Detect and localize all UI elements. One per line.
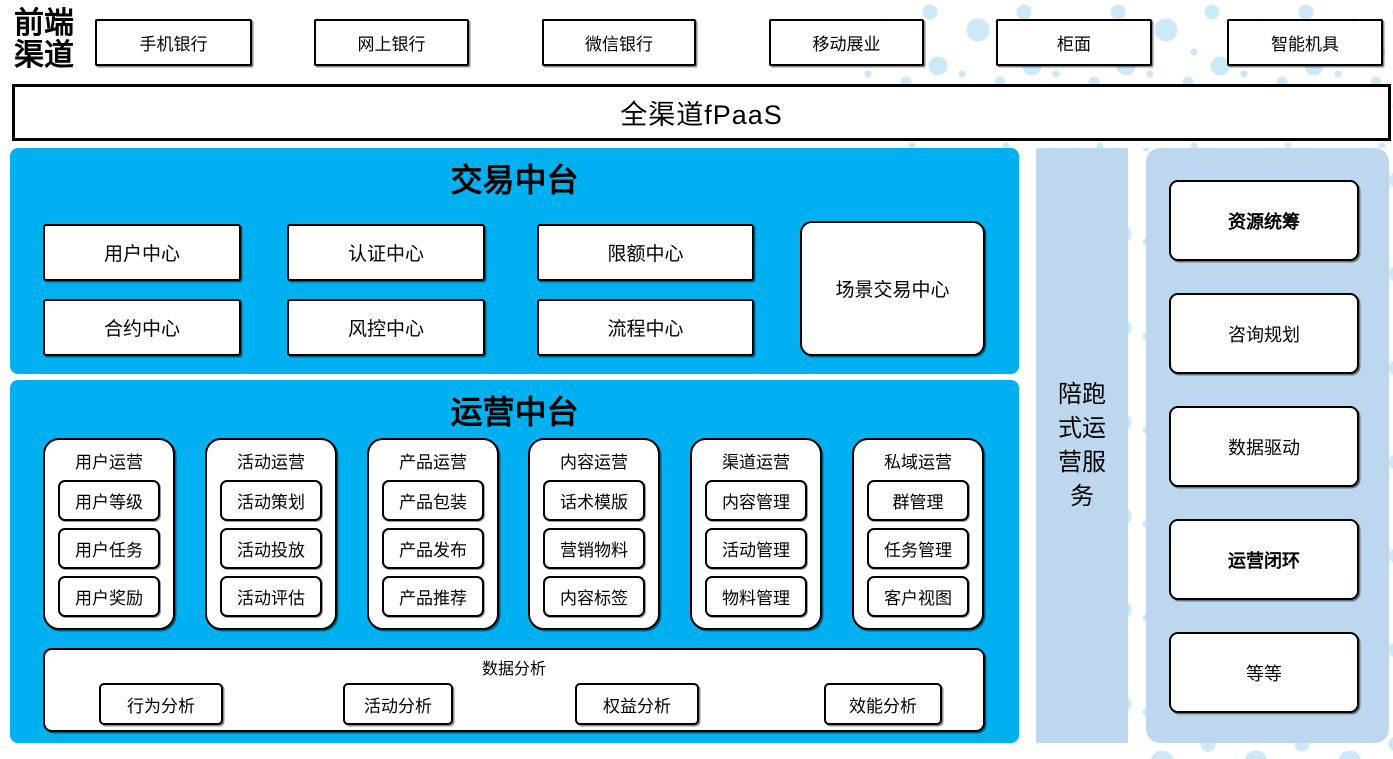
- op-item: 内容标签: [543, 576, 645, 617]
- analysis-box-behavior: 行为分析: [99, 683, 223, 725]
- center-box-risk: 风控中心: [287, 299, 485, 356]
- op-column-header: 私域运营: [884, 453, 952, 472]
- op-item: 产品包装: [382, 480, 484, 521]
- data-analysis-title: 数据分析: [481, 661, 546, 678]
- data-analysis-container: 数据分析 行为分析 活动分析 权益分析 效能分析: [43, 648, 985, 732]
- op-column-header: 用户运营: [75, 453, 143, 472]
- op-item: 用户任务: [58, 528, 160, 569]
- service-box-data-driven: 数据驱动: [1169, 406, 1359, 487]
- operations-platform-title: 运营中台: [450, 394, 579, 430]
- operations-platform-panel: 运营中台 用户运营 用户等级 用户任务 用户奖励 活动运营 活动策划 活动投放 …: [10, 380, 1019, 743]
- op-item: 活动投放: [220, 528, 322, 569]
- op-item: 活动管理: [705, 528, 807, 569]
- op-item: 用户等级: [58, 480, 160, 521]
- channel-box-wechat-banking: 微信银行: [542, 19, 696, 66]
- service-box-consulting: 咨询规划: [1169, 293, 1359, 374]
- op-column-header: 活动运营: [237, 453, 305, 472]
- op-column-content: 内容运营 话术模版 营销物料 内容标签: [528, 438, 660, 630]
- op-column-private-domain: 私域运营 群管理 任务管理 客户视图: [852, 438, 984, 630]
- op-column-activity: 活动运营 活动策划 活动投放 活动评估: [205, 438, 337, 630]
- op-column-product: 产品运营 产品包装 产品发布 产品推荐: [367, 438, 499, 630]
- center-box-contract: 合约中心: [43, 299, 241, 356]
- op-column-header: 产品运营: [399, 453, 467, 472]
- channel-box-smart-devices: 智能机具: [1227, 19, 1383, 66]
- op-item: 产品发布: [382, 528, 484, 569]
- center-box-process: 流程中心: [537, 299, 754, 356]
- service-box-resource-planning: 资源统筹: [1169, 180, 1359, 261]
- companion-service-label: 陪跑式运营服务: [1058, 380, 1106, 510]
- service-panel: 资源统筹 咨询规划 数据驱动 运营闭环 等等: [1146, 148, 1389, 743]
- op-item: 群管理: [867, 480, 969, 521]
- op-column-channel: 渠道运营 内容管理 活动管理 物料管理: [690, 438, 822, 630]
- service-box-etc: 等等: [1169, 632, 1359, 713]
- analysis-box-efficiency: 效能分析: [824, 683, 942, 725]
- analysis-box-activity: 活动分析: [343, 683, 453, 725]
- channel-box-mobile-sales: 移动展业: [769, 19, 924, 66]
- channel-box-mobile-banking: 手机银行: [95, 19, 252, 66]
- op-item: 物料管理: [705, 576, 807, 617]
- analysis-box-rights: 权益分析: [575, 683, 699, 725]
- op-item: 内容管理: [705, 480, 807, 521]
- trading-platform-title: 交易中台: [450, 162, 579, 198]
- channel-box-online-banking: 网上银行: [314, 19, 469, 66]
- op-column-user: 用户运营 用户等级 用户任务 用户奖励: [43, 438, 175, 630]
- op-item: 产品推荐: [382, 576, 484, 617]
- op-item: 活动评估: [220, 576, 322, 617]
- channel-box-counter: 柜面: [996, 19, 1152, 66]
- op-item: 营销物料: [543, 528, 645, 569]
- companion-service-bar: 陪跑式运营服务: [1036, 148, 1128, 743]
- op-item: 客户视图: [867, 576, 969, 617]
- op-item: 话术模版: [543, 480, 645, 521]
- trading-platform-panel: 交易中台 用户中心 认证中心 限额中心 合约中心 风控中心 流程中心 场景交易中…: [10, 148, 1019, 374]
- op-item: 用户奖励: [58, 576, 160, 617]
- op-column-header: 渠道运营: [722, 453, 790, 472]
- scene-trading-center-box: 场景交易中心: [800, 221, 985, 356]
- center-box-auth: 认证中心: [287, 224, 485, 281]
- op-item: 任务管理: [867, 528, 969, 569]
- op-item: 活动策划: [220, 480, 322, 521]
- fpaas-bar: 全渠道fPaaS: [12, 84, 1391, 141]
- op-column-header: 内容运营: [560, 453, 628, 472]
- front-channels-label: 前端渠道: [14, 7, 74, 72]
- center-box-user: 用户中心: [43, 224, 241, 281]
- service-box-ops-closed-loop: 运营闭环: [1169, 519, 1359, 600]
- center-box-limit: 限额中心: [537, 224, 754, 281]
